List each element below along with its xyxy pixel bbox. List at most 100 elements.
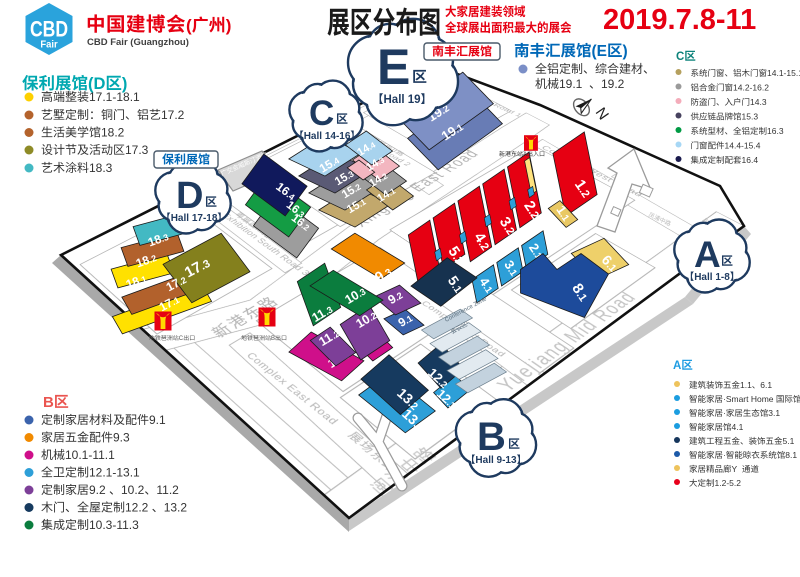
svg-text:.2: .2: [351, 181, 362, 193]
svg-text:.1: .1: [403, 313, 415, 325]
svg-text:): ): [122, 75, 128, 93]
svg-text:4.1: 4.1: [732, 422, 744, 432]
svg-text:15: 15: [333, 171, 351, 188]
svg-text:Hall 17-18: Hall 17-18: [171, 213, 218, 224]
svg-text:14.2-16.2: 14.2-16.2: [733, 83, 769, 93]
svg-text:N: N: [592, 105, 612, 124]
svg-text:.3: .3: [344, 168, 355, 180]
svg-text:.4: .4: [285, 190, 297, 202]
svg-text:·: ·: [723, 408, 726, 418]
svg-text:A: A: [523, 152, 527, 158]
svg-text:Hall 19: Hall 19: [384, 94, 421, 106]
svg-text:16.3: 16.3: [767, 126, 784, 136]
svg-text:.3: .3: [323, 304, 335, 317]
svg-text:10.2: 10.2: [121, 483, 145, 497]
svg-text:Hall 1-8: Hall 1-8: [694, 272, 730, 283]
svg-text:15: 15: [345, 199, 363, 216]
svg-text:17.1-18.1: 17.1-18.1: [89, 90, 140, 104]
svg-text:12.2: 12.2: [125, 501, 149, 515]
svg-text:.2: .2: [300, 221, 312, 233]
svg-text:.3: .3: [295, 208, 307, 220]
svg-text:Hall 14-16: Hall 14-16: [304, 131, 351, 142]
svg-text:): ): [623, 43, 628, 60]
svg-text:5.1: 5.1: [783, 436, 795, 446]
svg-text:C: C: [179, 336, 184, 342]
svg-text:10.3-11.3: 10.3-11.3: [89, 518, 139, 532]
svg-text:2019.7.8-11: 2019.7.8-11: [603, 4, 756, 36]
svg-text:B: B: [43, 394, 54, 411]
svg-text:B: B: [271, 336, 275, 342]
svg-text:12.1-13.1: 12.1-13.1: [89, 466, 140, 480]
svg-text:.4: .4: [367, 140, 378, 151]
svg-text:(: (: [186, 16, 192, 35]
svg-text:16.4: 16.4: [742, 155, 759, 165]
svg-text:.3: .3: [376, 155, 387, 166]
svg-text:9.2: 9.2: [89, 483, 106, 497]
svg-text:8.1: 8.1: [785, 450, 797, 460]
svg-text:6.1: 6.1: [760, 380, 772, 390]
svg-text:B: B: [477, 415, 506, 459]
svg-text:.1: .1: [387, 186, 398, 197]
svg-text:3.1: 3.1: [768, 408, 780, 418]
svg-text:.4: .4: [330, 155, 342, 167]
svg-text:15: 15: [317, 157, 336, 176]
svg-text:10.1-11.1: 10.1-11.1: [65, 448, 115, 462]
svg-text:A: A: [673, 360, 681, 372]
svg-text:1.1: 1.1: [740, 380, 752, 390]
svg-text:(E: (E: [592, 43, 608, 60]
svg-text:C: C: [676, 51, 684, 63]
svg-text:19.1: 19.1: [559, 77, 583, 91]
svg-text:Fair: Fair: [40, 39, 57, 51]
svg-text:Hall 9-13: Hall 9-13: [475, 455, 517, 466]
svg-text:.2: .2: [177, 275, 188, 287]
svg-text:.3: .3: [160, 232, 170, 244]
svg-text:10: 10: [353, 312, 372, 331]
svg-text:17.3: 17.3: [125, 143, 149, 157]
svg-text:II: II: [389, 148, 399, 154]
svg-text:11.2: 11.2: [156, 483, 179, 497]
svg-text:E: E: [377, 39, 410, 95]
svg-text:C: C: [309, 94, 334, 133]
svg-text:D: D: [176, 175, 203, 217]
svg-text:A: A: [694, 234, 721, 275]
svg-text:CBD Fair (Guangzhou): CBD Fair (Guangzhou): [87, 37, 189, 48]
svg-text:17.2: 17.2: [161, 108, 185, 122]
svg-text:): ): [226, 16, 232, 35]
svg-text:.2: .2: [367, 310, 379, 323]
svg-text:.1: .1: [138, 274, 148, 286]
svg-text:18.2: 18.2: [101, 126, 125, 140]
svg-text:17: 17: [157, 296, 176, 315]
svg-text:11: 11: [309, 306, 328, 325]
svg-text:18: 18: [124, 274, 142, 292]
svg-text:CBD: CBD: [30, 18, 68, 42]
svg-text:13.2: 13.2: [164, 501, 188, 515]
svg-text:9.1: 9.1: [149, 413, 166, 427]
svg-text:Y: Y: [732, 464, 738, 474]
svg-text:17: 17: [164, 276, 183, 295]
svg-text:.2: .2: [379, 171, 390, 182]
svg-text:.3: .3: [356, 286, 368, 299]
svg-text:11: 11: [316, 330, 335, 349]
svg-text:1.2-5.2: 1.2-5.2: [715, 478, 742, 488]
svg-text:18: 18: [134, 253, 152, 271]
svg-text:18.3: 18.3: [89, 161, 113, 175]
svg-text:10: 10: [342, 288, 361, 307]
svg-text:17: 17: [182, 259, 205, 282]
svg-text:.1: .1: [170, 295, 181, 307]
svg-text:15.3: 15.3: [742, 112, 759, 122]
svg-text:.2: .2: [393, 290, 405, 303]
svg-text:.2: .2: [148, 253, 158, 265]
svg-text:·: ·: [723, 450, 726, 460]
svg-text:15: 15: [340, 184, 358, 201]
svg-text:14.3: 14.3: [750, 97, 767, 107]
svg-text:19: 19: [439, 123, 459, 143]
svg-text:.1: .1: [356, 196, 367, 208]
svg-text:·Smart Home: ·Smart Home: [723, 394, 774, 404]
svg-text:18: 18: [146, 232, 164, 250]
svg-text:19.2: 19.2: [601, 77, 625, 91]
svg-text:9.3: 9.3: [113, 431, 130, 445]
svg-text:(D: (D: [88, 75, 105, 93]
svg-text:14.4-15.4: 14.4-15.4: [725, 141, 761, 151]
svg-text:14.1-15.1: 14.1-15.1: [767, 68, 800, 78]
svg-text:.2: .2: [330, 328, 342, 341]
